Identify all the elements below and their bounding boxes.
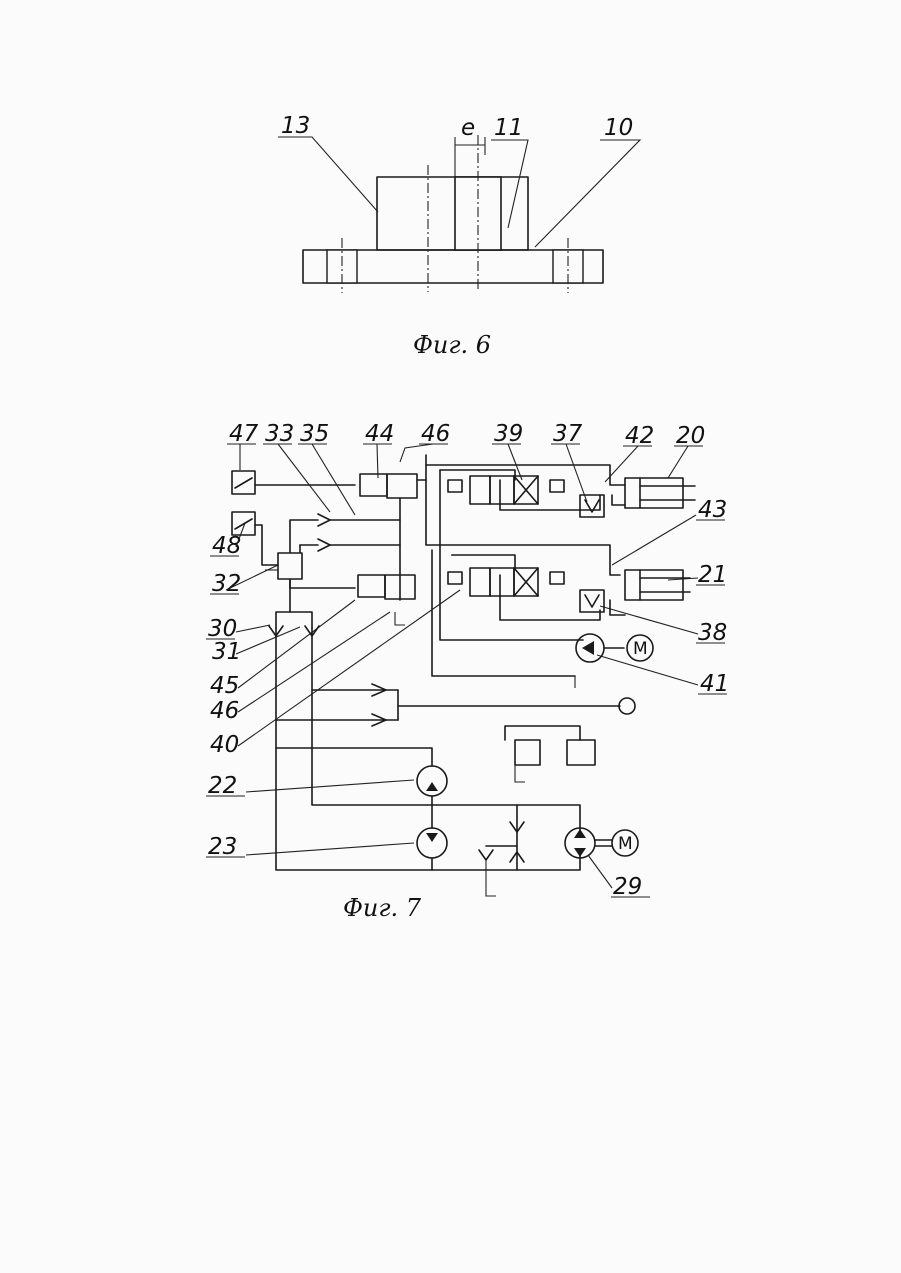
valve-44: [360, 474, 417, 498]
label-46-top: 46: [421, 421, 450, 447]
hydromotor-22: [417, 766, 447, 796]
label-35: 35: [300, 421, 329, 447]
label-46-bottom: 46: [210, 698, 239, 724]
pump-29: M: [565, 828, 638, 858]
figure-6: 13 e 11 10 Фиг. 6: [278, 113, 640, 359]
check-valve-33: [318, 514, 330, 526]
label-40: 40: [210, 732, 239, 758]
valve-40: [448, 568, 564, 596]
label-13: 13: [281, 113, 310, 139]
figure-7: 47 33 35 44 46 39 37 42 20 48 43 32 21 3…: [206, 421, 729, 922]
cylinder-20: [625, 478, 695, 508]
label-44: 44: [365, 421, 394, 447]
check-valve-35: [318, 539, 330, 551]
valve-32: [278, 553, 302, 579]
label-47: 47: [229, 421, 259, 447]
cylinder-21: [625, 570, 690, 600]
label-20: 20: [676, 423, 705, 449]
figure-6-caption: Фиг. 6: [413, 331, 491, 359]
label-39: 39: [494, 421, 523, 447]
figure-7-caption: Фиг. 7: [343, 894, 422, 922]
valve-39: [448, 476, 564, 504]
pressure-gauge: [619, 698, 635, 714]
label-38: 38: [698, 620, 727, 646]
motor-41-label: M: [633, 639, 648, 659]
throttle-48: [232, 512, 255, 535]
throttle-47: [232, 471, 255, 494]
label-e: e: [461, 115, 475, 141]
hydromotor-23: [417, 828, 447, 858]
label-33: 33: [265, 421, 294, 447]
label-41: 41: [700, 671, 729, 697]
label-29: 29: [613, 874, 642, 900]
label-21: 21: [698, 562, 727, 588]
label-22: 22: [208, 773, 237, 799]
motor-29-label: M: [618, 834, 633, 854]
label-42: 42: [625, 423, 654, 449]
label-32: 32: [212, 571, 241, 597]
label-23: 23: [208, 834, 237, 860]
label-45: 45: [210, 673, 239, 699]
label-10: 10: [604, 115, 633, 141]
relief-unit: [505, 726, 595, 782]
check-valve-38: [580, 590, 604, 612]
label-11: 11: [494, 115, 523, 141]
label-31: 31: [212, 639, 241, 665]
hydraulic-lines: [255, 455, 625, 870]
label-43: 43: [698, 497, 727, 523]
label-37: 37: [553, 421, 583, 447]
check-valve-bank: [479, 805, 524, 896]
hub-section: [377, 177, 528, 250]
valve-45: [358, 575, 415, 599]
